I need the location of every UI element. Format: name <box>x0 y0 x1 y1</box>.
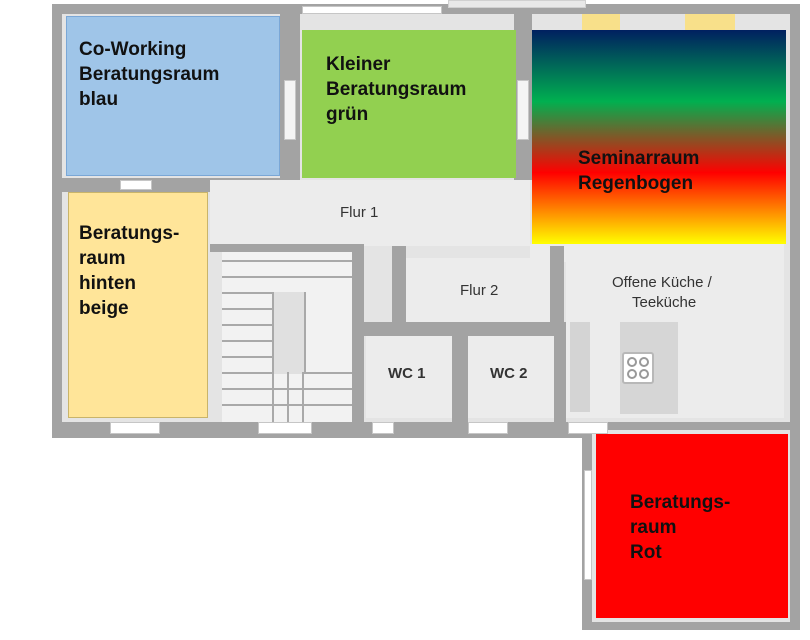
kitchen-label-line1: Offene Küche / <box>612 274 712 291</box>
room-hinten-line1: Beratungs- <box>79 223 180 244</box>
room-kleiner-gruen[interactable]: Kleiner Beratungsraum grün <box>302 30 516 178</box>
window-inner-1 <box>120 180 152 190</box>
room-coworking-blau[interactable]: Co-Working Beratungsraum blau <box>66 16 280 176</box>
room-beratungsraum-rot[interactable]: Beratungs- raum Rot <box>596 434 788 618</box>
stairwell-wall-top <box>210 244 364 252</box>
wc-1-label: WC 1 <box>388 365 426 382</box>
kitchen-counter <box>570 322 590 412</box>
wc-2-area <box>468 336 554 418</box>
room-kleiner-line3: grün <box>326 104 369 125</box>
window-top-yellow-2 <box>685 14 735 30</box>
window-side-green <box>284 80 296 140</box>
stove-icon <box>622 352 654 384</box>
room-rot-line3: Rot <box>630 542 662 563</box>
room-coworking-line3: blau <box>79 89 119 110</box>
room-seminar-line2: Regenbogen <box>578 173 694 194</box>
wall-flur2-kitchen <box>550 246 564 324</box>
wall-wc-right <box>554 322 566 422</box>
wall-flur2-left <box>392 246 406 324</box>
window-bottom-3 <box>372 422 394 434</box>
room-seminar-line1: Seminarraum <box>578 148 700 169</box>
room-coworking-line2: Beratungsraum <box>79 64 220 85</box>
flur-2-label: Flur 2 <box>460 282 499 299</box>
window-top-1 <box>302 6 442 14</box>
flur-1-area <box>210 180 530 246</box>
window-bottom-4 <box>468 422 508 434</box>
wc-2-label: WC 2 <box>490 365 528 382</box>
flur-1-extension <box>530 244 784 262</box>
wall-wc-divider <box>452 322 468 422</box>
room-coworking-line1: Co-Working <box>79 39 187 60</box>
room-kleiner-line1: Kleiner <box>326 54 391 75</box>
window-side-annex <box>584 470 592 580</box>
room-rot-line2: raum <box>630 517 677 538</box>
window-bottom-1 <box>110 422 160 434</box>
room-seminar-regenbogen[interactable]: Seminarraum Regenbogen <box>532 30 786 244</box>
room-rot-line1: Beratungs- <box>630 492 731 513</box>
window-top-2 <box>448 0 586 8</box>
flur-1-label: Flur 1 <box>340 204 379 221</box>
window-bottom-2 <box>258 422 312 434</box>
room-hinten-line2: raum <box>79 248 126 269</box>
window-side-green-right <box>517 80 529 140</box>
wc-1-area <box>366 336 452 418</box>
kitchen-label-line2: Teeküche <box>632 294 697 311</box>
room-hinten-beige[interactable]: Beratungs- raum hinten beige <box>68 192 208 418</box>
window-bottom-5 <box>568 422 608 434</box>
stairwell-wall-right <box>352 244 364 422</box>
flur-2-area <box>406 258 560 324</box>
room-kleiner-line2: Beratungsraum <box>326 79 467 100</box>
window-top-yellow-1 <box>582 14 620 30</box>
stairwell <box>222 252 352 422</box>
room-hinten-line4: beige <box>79 298 129 319</box>
room-hinten-line3: hinten <box>79 273 136 294</box>
